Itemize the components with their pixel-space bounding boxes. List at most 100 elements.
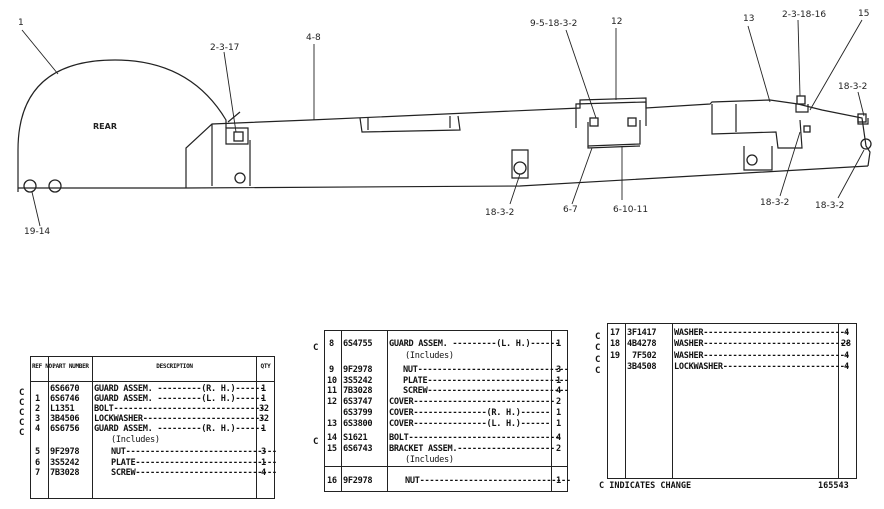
callout-18-3-2-edge: 18-3-2 [815,201,845,211]
ref-no: 10 [327,376,337,386]
callout-4-8: 4-8 [306,33,321,43]
callout-12: 12 [611,17,623,27]
parts-table-1: REF NO. PART NUMBER DESCRIPTION QTY 6S66… [30,356,277,499]
callout-18-3-2-mid: 18-3-2 [485,208,515,218]
table-row: 3B4508 LOCKWASHER-----------------------… [608,362,856,372]
part-number: 7B3028 [50,468,80,478]
part-number: 4B4278 [627,339,657,349]
description: COVER---------------(L. H.)------ [389,419,550,429]
table-row: 1 6S6746 GUARD ASSEM. ---------(L. H.)--… [31,394,274,404]
table-row: 16 9F2978 NUT---------------------------… [325,476,571,486]
header-ref: REF NO. [32,363,56,370]
quantity: 1 [261,458,266,468]
part-number: L1351 [50,404,75,414]
callout-13: 13 [743,14,755,24]
table-row: 11 7B3028 SCREW-------------------------… [325,386,569,396]
callout-2-3-18-16: 2-3-18-16 [782,10,827,20]
description: PLATE----------------------------- [111,458,277,468]
part-number: 7B3028 [343,386,373,396]
part-number: 3F1417 [627,328,657,338]
change-mark: C [19,388,25,398]
callout-1: 1 [18,18,24,28]
header-part: PART NUMBER [52,363,89,370]
table-row: 6S3799 COVER---------------(R. H.)------… [325,408,567,418]
quantity: 1 [556,376,561,386]
table-row: (Includes) [325,455,567,465]
description: GUARD ASSEM. ---------(R. H.)------ [94,384,265,394]
change-mark: C [595,332,601,342]
change-mark: C [19,408,25,418]
description: COVER----------------------------- [389,397,555,407]
change-mark: C [19,428,25,438]
rear-label: REAR [93,122,117,131]
part-number: 9F2978 [50,447,80,457]
change-mark: C [19,398,25,408]
quantity: 1 [261,384,266,394]
quantity: 1 [556,476,561,486]
quantity: 32 [259,414,269,424]
description: WASHER------------------------------ [674,328,850,338]
part-number: 6S3747 [343,397,373,407]
ref-no: 19 [610,351,620,361]
ref-no: 13 [327,419,337,429]
ref-no: 15 [327,444,337,454]
table-row: 13 6S3800 COVER---------------(L. H.)---… [325,419,567,429]
description: SCREW----------------------------- [111,468,277,478]
description: BRACKET ASSEM.-------------------- [389,444,555,454]
table-row: 7 7B3028 SCREW--------------------------… [31,468,277,478]
change-legend: C INDICATES CHANGE [599,481,692,491]
description: COVER---------------(R. H.)------ [389,408,550,418]
part-number: 3B4508 [627,362,657,372]
ref-no: 16 [327,476,337,486]
table-row: 4 6S6756 GUARD ASSEM. ---------(R. H.)--… [31,424,274,434]
part-number: S1621 [343,433,368,443]
parts-table-3: 17 3F1417 WASHER------------------------… [607,323,857,479]
description: BOLT------------------------------- [389,433,560,443]
part-number: 9F2978 [343,476,373,486]
description: WASHER------------------------------ [674,339,850,349]
ref-no: 11 [327,386,337,396]
description: WASHER------------------------------ [674,351,850,361]
ref-no: 2 [35,404,40,414]
table-row: 12 6S3747 COVER-------------------------… [325,397,567,407]
part-number: 6S6756 [50,424,80,434]
part-number: 6S6746 [50,394,80,404]
part-number: 6S3800 [343,419,373,429]
ref-no: 6 [35,458,40,468]
change-mark: C [595,343,601,353]
ref-no: 5 [35,447,40,457]
part-number: 6S6743 [343,444,373,454]
callout-9-5-18-3-2: 9-5-18-3-2 [530,19,578,29]
header-description: DESCRIPTION [156,363,193,370]
table-row: 8 6S4755 GUARD ASSEM. ---------(L. H.)--… [325,339,567,349]
table-row: 9 9F2978 NUT----------------------------… [325,365,569,375]
change-mark: C [313,343,319,353]
description: NUT------------------------------- [405,476,571,486]
ref-no: 18 [610,339,620,349]
description: GUARD ASSEM. ---------(L. H.)------ [389,339,560,349]
quantity: 1 [261,394,266,404]
part-number: 3B4506 [50,414,80,424]
description: (Includes) [405,351,454,361]
illustration-code: 165543 [818,481,849,491]
callout-19-14: 19-14 [24,227,51,237]
table-row: 2 L1351 BOLT----------------------------… [31,404,274,414]
change-mark: C [595,355,601,365]
quantity: 4 [844,362,849,372]
table-row: 5 9F2978 NUT----------------------------… [31,447,277,457]
table-row: 6 3S5242 PLATE--------------------------… [31,458,277,468]
description: LOCKWASHER-------------------------- [674,362,850,372]
description: BOLT------------------------------- [94,404,265,414]
ref-no: 17 [610,328,620,338]
quantity: 1 [556,339,561,349]
quantity: 4 [261,468,266,478]
table-row: 19 7F502 WASHER-------------------------… [608,351,856,361]
callout-15: 15 [858,9,870,19]
change-mark: C [313,437,319,447]
quantity: 4 [556,433,561,443]
description: NUT------------------------------- [111,447,277,457]
quantity: 1 [261,424,266,434]
table-header: REF NO. PART NUMBER DESCRIPTION QTY [31,362,274,376]
header-qty: QTY [260,363,271,370]
